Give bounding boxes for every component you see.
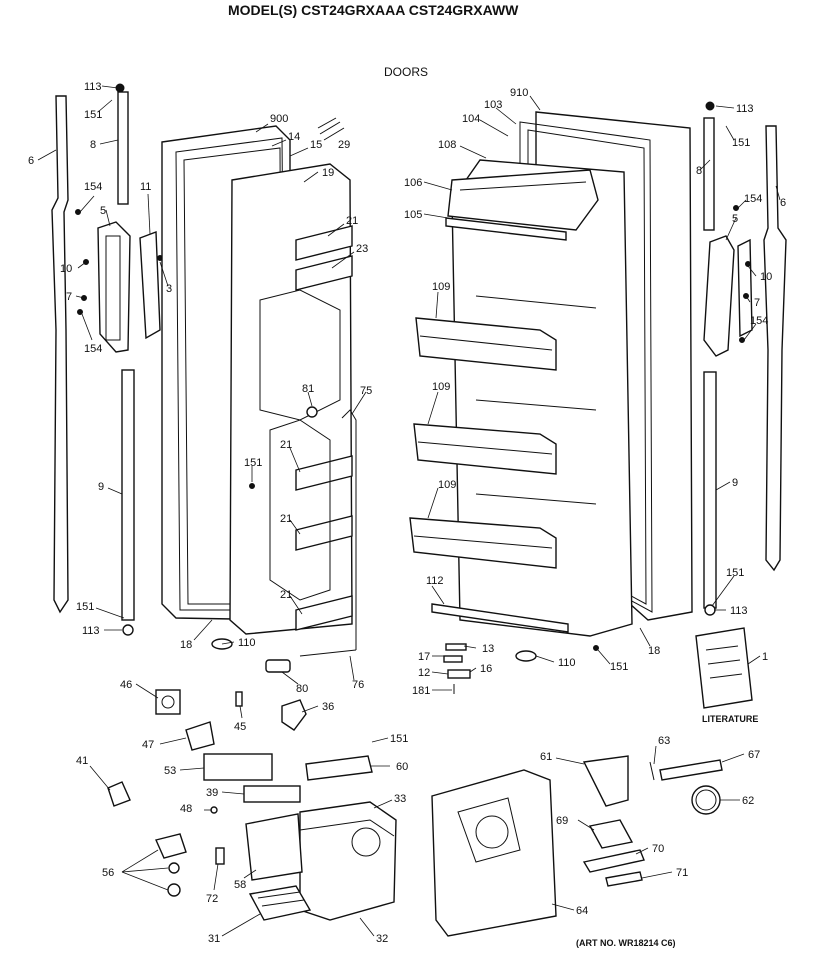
callout: 36	[322, 701, 334, 713]
callout: 151	[732, 137, 750, 149]
callout: 17	[418, 651, 430, 663]
callout: 3	[166, 283, 172, 295]
callout: 60	[396, 761, 408, 773]
callout: 110	[558, 657, 576, 669]
callout: 71	[676, 867, 688, 879]
callout: 41	[76, 755, 88, 767]
callout: 151	[84, 109, 102, 121]
callout: 32	[376, 933, 388, 945]
callout: 113	[82, 625, 100, 637]
callout: 13	[482, 643, 494, 655]
callout: 18	[648, 645, 660, 657]
callout: 69	[556, 815, 568, 827]
callout: 31	[208, 933, 220, 945]
callout: 21	[346, 215, 358, 227]
left-trim-group	[51, 83, 163, 636]
callout: 18	[180, 639, 192, 651]
art-number: (ART NO. WR18214 C6)	[576, 938, 676, 948]
callout: 11	[140, 181, 151, 193]
callout: 9	[98, 481, 104, 493]
callout: 151	[244, 457, 262, 469]
callout: 46	[120, 679, 132, 691]
callout: 5	[100, 205, 106, 217]
callout: 70	[652, 843, 664, 855]
model-title: MODEL(S) CST24GRXAAA CST24GRXAWW	[228, 2, 519, 18]
callout: 15	[310, 139, 322, 151]
freezer-door	[161, 117, 357, 673]
callout: 900	[270, 113, 288, 125]
callout: 53	[164, 765, 176, 777]
callout: 8	[90, 139, 96, 151]
callout: 47	[142, 739, 154, 751]
callout: 12	[418, 667, 430, 679]
callout: 61	[540, 751, 552, 763]
callout: 151	[610, 661, 628, 673]
callout: 154	[84, 181, 102, 193]
callout: 9	[732, 477, 738, 489]
callout: 63	[658, 735, 670, 747]
callout: 81	[302, 383, 314, 395]
callout: 8	[696, 165, 702, 177]
callout: 45	[234, 721, 246, 733]
section-title: DOORS	[384, 65, 428, 79]
right-trim-group	[695, 101, 787, 709]
callout: 7	[754, 297, 760, 309]
callout: 7	[66, 291, 72, 303]
callout: 113	[736, 103, 754, 115]
callout: 16	[480, 663, 492, 675]
callout: 109	[438, 479, 456, 491]
callout: 6	[28, 155, 34, 167]
callout: 181	[412, 685, 430, 697]
leader-lines	[37, 85, 781, 937]
literature-label: LITERATURE	[702, 714, 758, 724]
callout: 64	[576, 905, 588, 917]
callout: 154	[744, 193, 762, 205]
callout: 76	[352, 679, 364, 691]
callout: 113	[730, 605, 748, 617]
callout: 21	[280, 513, 292, 525]
callout: 112	[426, 575, 444, 587]
callout: 56	[102, 867, 114, 879]
callout: 104	[462, 113, 480, 125]
callout: 62	[742, 795, 754, 807]
callout: 103	[484, 99, 502, 111]
fresh-food-door	[409, 111, 693, 694]
callout: 14	[288, 131, 300, 143]
callout: 10	[760, 271, 772, 283]
callout: 19	[322, 167, 334, 179]
callout: 106	[404, 177, 422, 189]
callout: 72	[206, 893, 218, 905]
callout: 1	[762, 651, 768, 663]
callout: 6	[780, 197, 786, 209]
callout: 154	[84, 343, 102, 355]
callout: 75	[360, 385, 372, 397]
callout: 151	[76, 601, 94, 613]
callout-labels: 113 151 8 6 154 5 11 10 3 7 154 9 151 11…	[28, 81, 786, 945]
callout: 80	[296, 683, 308, 695]
callout: 39	[206, 787, 218, 799]
dispenser-parts	[107, 689, 723, 937]
callout: 154	[750, 315, 768, 327]
callout: 29	[338, 139, 350, 151]
callout: 33	[394, 793, 406, 805]
callout: 151	[390, 733, 408, 745]
callout: 151	[726, 567, 744, 579]
callout: 58	[234, 879, 246, 891]
callout: 67	[748, 749, 760, 761]
callout: 23	[356, 243, 368, 255]
callout: 113	[84, 81, 102, 93]
callout: 10	[60, 263, 72, 275]
callout: 910	[510, 87, 528, 99]
callout: 109	[432, 281, 450, 293]
callout: 5	[732, 213, 738, 225]
callout: 109	[432, 381, 450, 393]
callout: 21	[280, 439, 292, 451]
callout: 21	[280, 589, 292, 601]
callout: 108	[438, 139, 456, 151]
callout: 48	[180, 803, 192, 815]
callout: 110	[238, 637, 256, 649]
callout: 105	[404, 209, 422, 221]
